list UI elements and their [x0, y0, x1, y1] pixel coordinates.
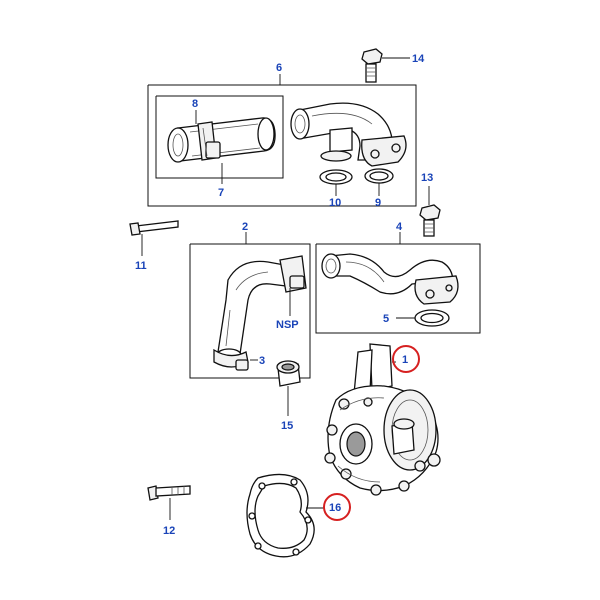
- o-ring-5: [414, 309, 450, 327]
- callout-14[interactable]: 14: [412, 53, 425, 65]
- o-ring-10: [319, 169, 353, 185]
- straight-coolant-hose: [167, 117, 276, 163]
- callout-labels: 1 2 3 4 5 6 7 8 9 10 11 12 13 14 15 16 N…: [135, 53, 433, 537]
- callout-12[interactable]: 12: [163, 525, 175, 537]
- bolt-14: [361, 48, 383, 83]
- callout-3[interactable]: 3: [259, 355, 265, 367]
- callout-11[interactable]: 11: [135, 260, 147, 272]
- group-box-6: [147, 74, 417, 207]
- callout-1[interactable]: 1: [402, 354, 408, 366]
- group-box-2: [189, 232, 311, 379]
- callout-15[interactable]: 15: [281, 420, 293, 432]
- water-pump: [324, 343, 441, 496]
- callout-13[interactable]: 13: [421, 172, 433, 184]
- coolant-outlet-pipe-lower: [321, 253, 459, 305]
- bolt-13: [419, 204, 441, 237]
- callout-10[interactable]: 10: [329, 197, 341, 209]
- curved-coolant-hose: [216, 255, 307, 362]
- highlight-ring-16: [323, 493, 351, 521]
- highlight-ring-1: [392, 345, 420, 373]
- hose-clamp-8: [197, 121, 221, 161]
- callout-6[interactable]: 6: [276, 62, 282, 74]
- group-box-7-8: [155, 95, 284, 179]
- callout-4[interactable]: 4: [396, 221, 403, 233]
- leader-lines: [141, 57, 430, 520]
- group-box-4: [315, 232, 481, 334]
- callout-nsp: NSP: [276, 319, 299, 331]
- callout-9[interactable]: 9: [375, 197, 381, 209]
- o-ring-9: [364, 168, 394, 184]
- gasket-16: [246, 473, 315, 558]
- callout-5[interactable]: 5: [383, 313, 389, 325]
- bolt-12: [147, 485, 191, 501]
- plug-15: [276, 360, 301, 387]
- callout-7[interactable]: 7: [218, 187, 224, 199]
- callout-8[interactable]: 8: [192, 98, 198, 110]
- stud-bolt-11: [129, 220, 179, 236]
- callout-16[interactable]: 16: [329, 502, 341, 514]
- hose-clamp-3: [213, 348, 249, 371]
- callout-2[interactable]: 2: [242, 221, 248, 233]
- coolant-outlet-pipe-upper: [290, 102, 407, 167]
